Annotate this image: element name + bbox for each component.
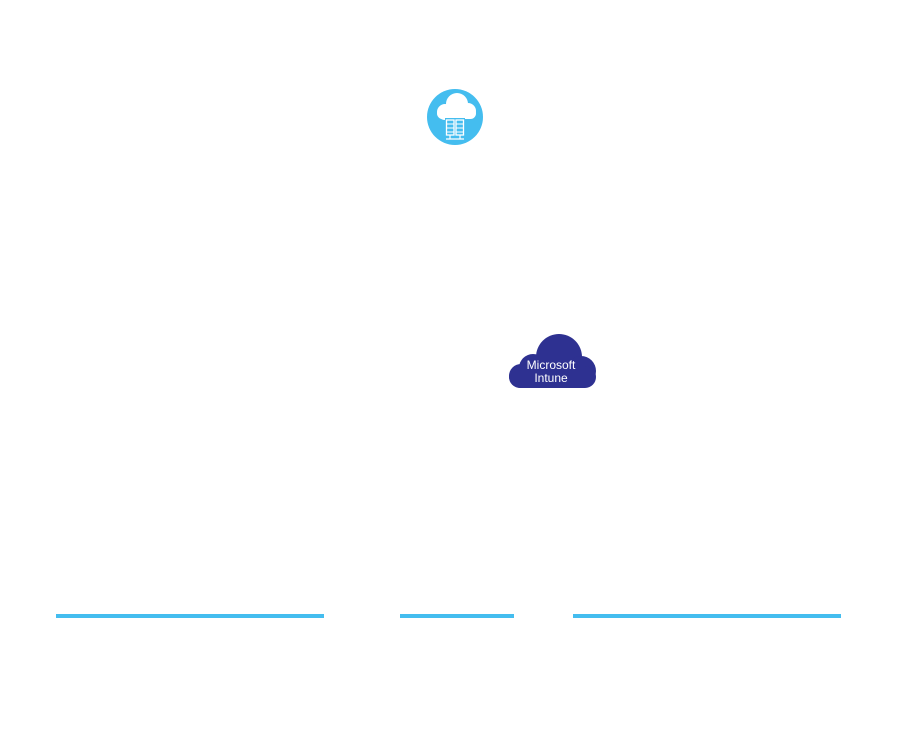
accent-bar-left bbox=[56, 614, 324, 618]
intune-label-line1: Microsoft bbox=[527, 358, 576, 372]
intune-cloud: Microsoft Intune bbox=[509, 334, 596, 388]
intune-label-line2: Intune bbox=[534, 371, 568, 385]
cloud-icon bbox=[509, 334, 596, 388]
cloud-server-icon bbox=[427, 89, 483, 145]
cloud-shape bbox=[437, 93, 476, 120]
accent-bar-right bbox=[573, 614, 841, 618]
accent-bar-center bbox=[400, 614, 514, 618]
server-stack-icon bbox=[445, 118, 465, 140]
